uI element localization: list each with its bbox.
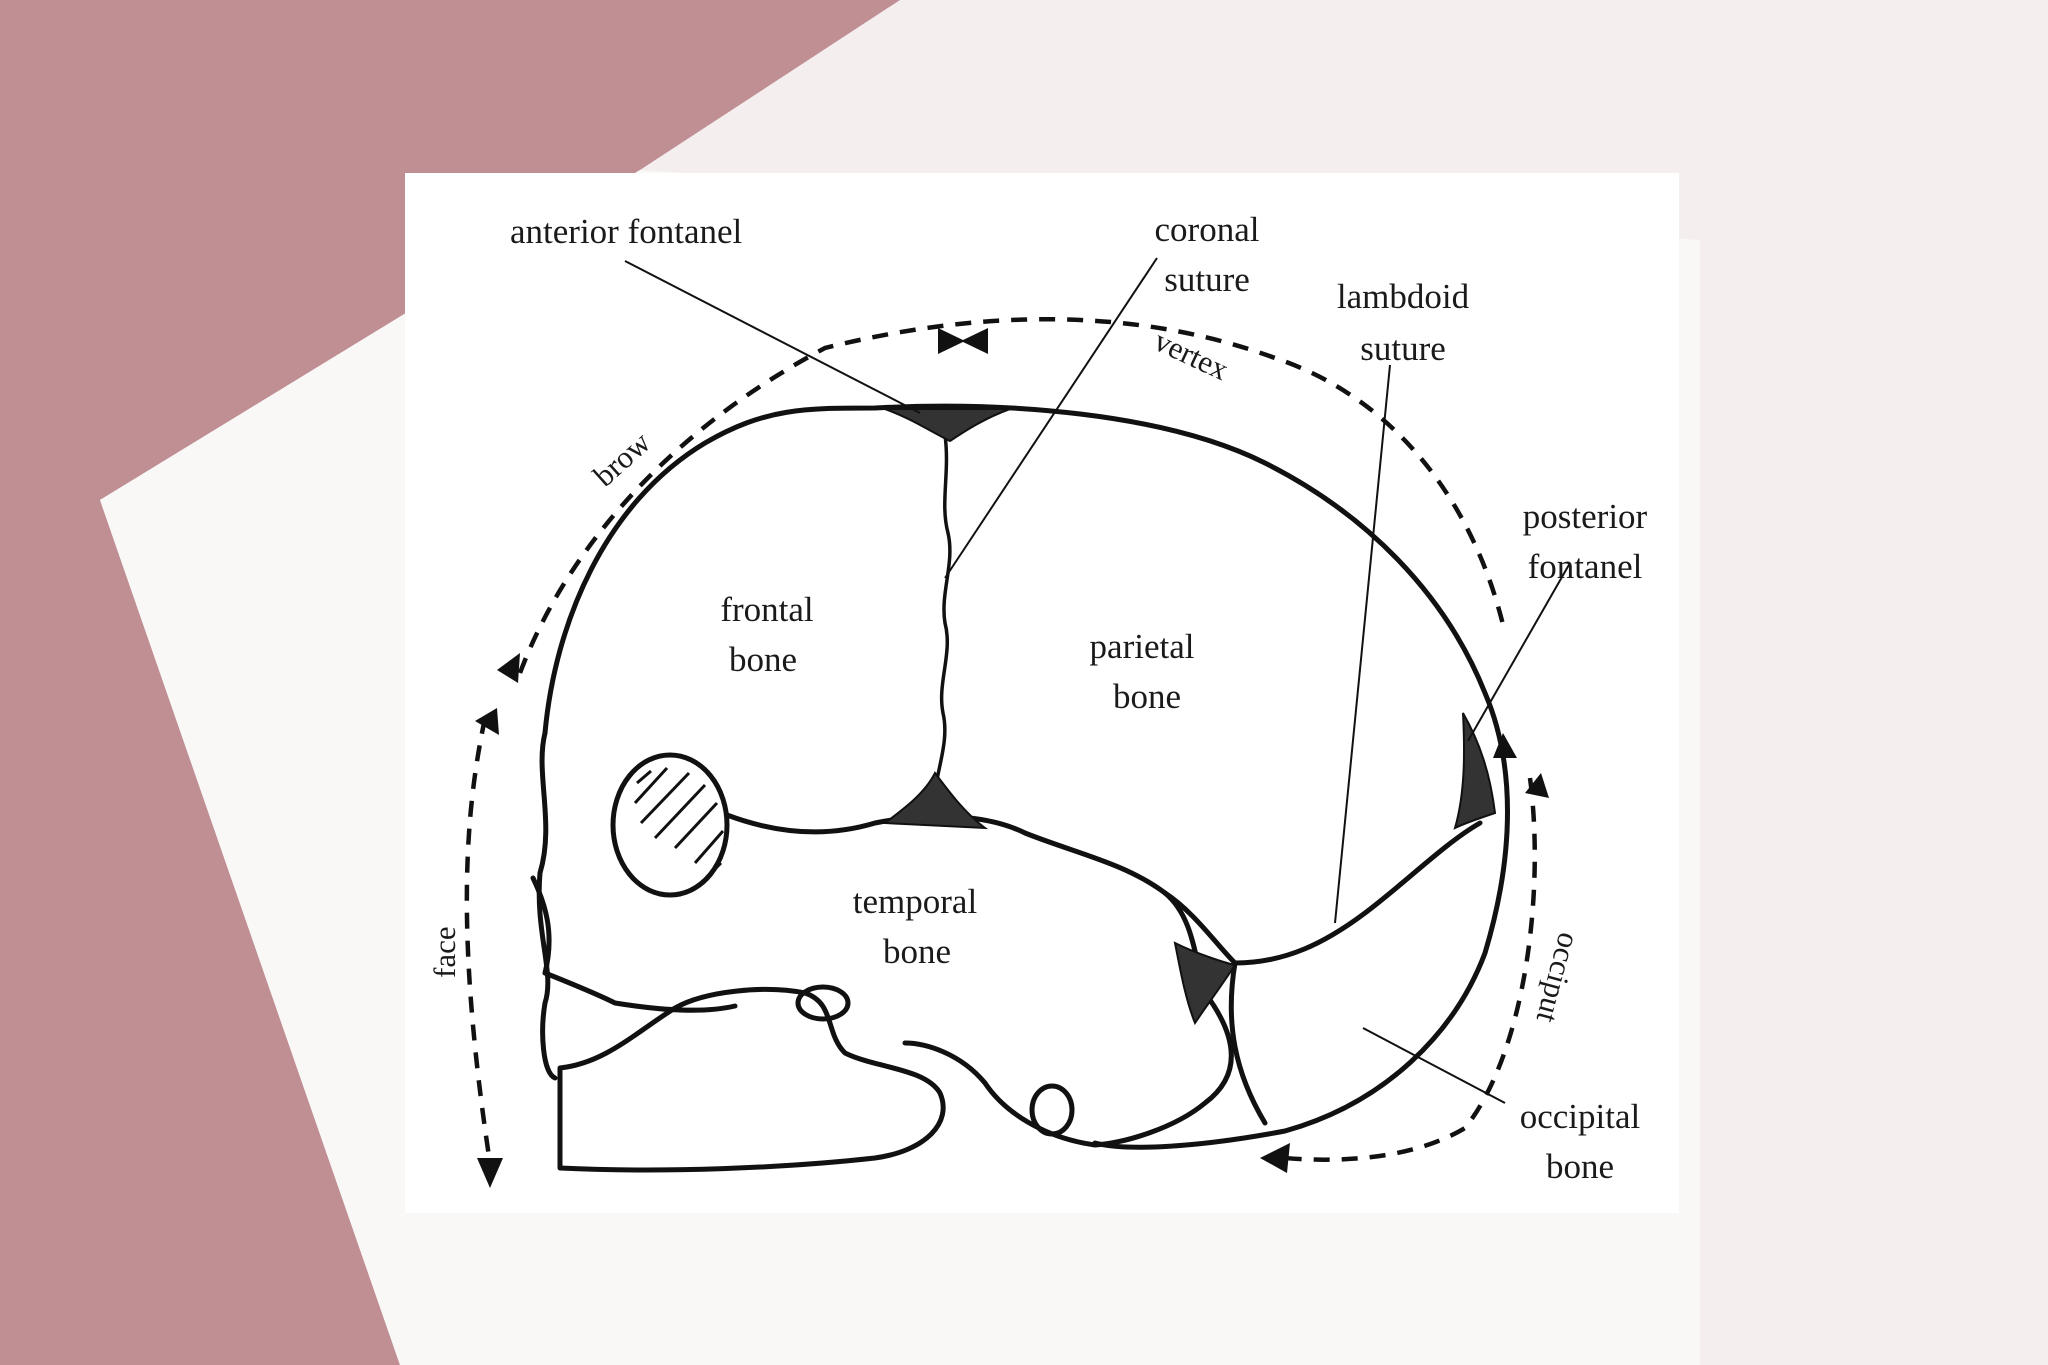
label-lambdoid-suture-line1: lambdoid — [1337, 277, 1470, 316]
label-parietal-bone-line1: parietal — [1090, 627, 1195, 666]
label-posterior-fontanel-line1: posterior — [1523, 497, 1648, 536]
coronal-suture-line — [933, 434, 952, 799]
anterior-fontanel-leader — [624, 260, 921, 414]
condyle-outline — [795, 984, 851, 1022]
skull-diagram: anterior fontanel coronal suture lambdoi… — [427, 210, 1648, 1188]
arrow-vertex-left — [938, 328, 965, 354]
label-frontal-bone-line1: frontal — [720, 590, 814, 629]
label-coronal-suture-line2: suture — [1164, 260, 1250, 299]
label-occipital-bone-line1: occipital — [1520, 1097, 1641, 1136]
posterior-fontanel-leader — [1467, 562, 1571, 742]
occipital-bone-leader — [1362, 1027, 1506, 1104]
posterior-fontanel-mark — [1453, 712, 1497, 830]
sphenoid-fontanel-mark — [882, 771, 989, 830]
arrow-occiput-mid — [1525, 773, 1549, 798]
arrow-brow — [497, 653, 520, 683]
occipital-outline — [1228, 960, 1268, 1126]
diameter-arc-occiput — [1284, 777, 1538, 1162]
coronal-suture-leader — [944, 257, 1158, 579]
lambdoid-suture-leader — [1334, 364, 1391, 924]
face-profile — [536, 730, 558, 1081]
label-temporal-bone-line2: bone — [883, 932, 951, 971]
arrow-face-top — [475, 708, 499, 735]
mastoid-fontanel-mark — [1173, 941, 1237, 1026]
arrow-occiput-top — [1493, 733, 1517, 758]
orbit-outline — [610, 752, 730, 898]
diameter-arc-face — [464, 717, 493, 1164]
mandible-outline — [557, 987, 946, 1173]
temporal-bone-outline — [724, 812, 1234, 1148]
label-occiput: occiput — [1530, 929, 1588, 1027]
arrow-face-bottom — [477, 1158, 503, 1188]
label-temporal-bone-line1: temporal — [853, 882, 978, 921]
arrow-vertex-right — [961, 328, 988, 354]
skull-diagram-figure: anterior fontanel coronal suture lambdoi… — [405, 173, 1679, 1213]
diameter-arc-top — [517, 317, 1508, 674]
squamosal-suture — [1162, 820, 1483, 966]
arrow-occiput-bottom — [1260, 1143, 1290, 1173]
label-frontal-bone-line2: bone — [729, 640, 797, 679]
orbit-hatching — [633, 766, 725, 881]
label-lambdoid-suture-line2: suture — [1360, 329, 1446, 368]
label-anterior-fontanel: anterior fontanel — [510, 212, 743, 251]
label-brow: brow — [586, 424, 657, 493]
maxilla-outline — [530, 875, 738, 1013]
skull-outline — [542, 403, 1510, 1150]
backdrop-accent-shape — [0, 0, 900, 1365]
label-parietal-bone-line2: bone — [1113, 677, 1181, 716]
anterior-fontanel-mark — [884, 408, 1011, 443]
label-face: face — [427, 926, 462, 978]
label-coronal-suture-line1: coronal — [1155, 210, 1260, 249]
label-occipital-bone-line2: bone — [1546, 1147, 1614, 1186]
label-posterior-fontanel-line2: fontanel — [1528, 547, 1643, 586]
